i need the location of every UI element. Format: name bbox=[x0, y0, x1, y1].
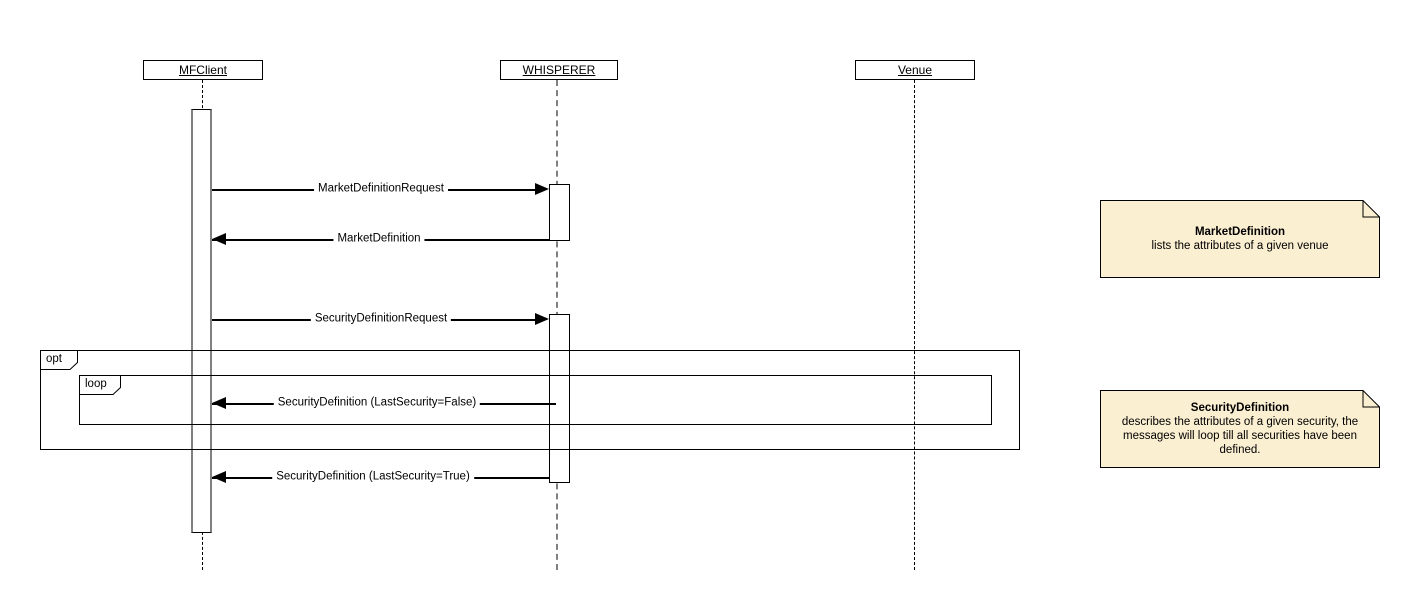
note-security-definition[interactable]: SecurityDefinition describes the attribu… bbox=[1100, 390, 1380, 468]
fragment-loop-tab: loop bbox=[79, 375, 121, 395]
note-security-definition-title: SecurityDefinition bbox=[1190, 402, 1290, 414]
note-market-definition-title: MarketDefinition bbox=[1194, 226, 1286, 238]
note-security-definition-text: SecurityDefinition describes the attribu… bbox=[1110, 401, 1370, 457]
activation-bar-whisperer-market[interactable] bbox=[549, 184, 570, 241]
lifeline-header-mfclient[interactable]: MFClient bbox=[143, 60, 263, 80]
arrow-head-left-icon bbox=[212, 471, 226, 483]
fragment-loop-label: loop bbox=[85, 378, 107, 390]
message-label-security-definition-request: SecurityDefinitionRequest bbox=[310, 312, 452, 326]
lifeline-label-whisperer: WHISPERER bbox=[522, 63, 596, 77]
note-shape-icon bbox=[1100, 390, 1380, 468]
note-shape-icon bbox=[1100, 200, 1380, 278]
note-market-definition-text: MarketDefinition lists the attributes of… bbox=[1110, 225, 1370, 253]
message-label-market-definition-request: MarketDefinitionRequest bbox=[314, 182, 448, 196]
arrow-head-left-icon bbox=[212, 397, 226, 409]
fragment-opt-label: opt bbox=[46, 353, 62, 365]
fragment-loop[interactable] bbox=[79, 375, 992, 425]
lifeline-header-venue[interactable]: Venue bbox=[855, 60, 975, 80]
note-market-definition[interactable]: MarketDefinition lists the attributes of… bbox=[1100, 200, 1380, 278]
note-market-definition-body: lists the attributes of a given venue bbox=[1151, 240, 1329, 252]
arrow-head-left-icon bbox=[212, 233, 226, 245]
lifeline-spine-venue bbox=[914, 80, 915, 570]
fragment-opt[interactable] bbox=[40, 350, 1020, 450]
message-label-market-definition: MarketDefinition bbox=[333, 232, 425, 246]
fragment-opt-tab: opt bbox=[40, 350, 78, 370]
activation-bar-whisperer-security[interactable] bbox=[549, 314, 570, 483]
arrow-head-right-icon bbox=[535, 313, 549, 325]
lifeline-label-mfclient: MFClient bbox=[178, 63, 227, 77]
lifeline-header-whisperer[interactable]: WHISPERER bbox=[500, 60, 618, 80]
activation-bar-mfclient[interactable] bbox=[191, 109, 212, 533]
message-label-security-definition-true: SecurityDefinition (LastSecurity=True) bbox=[272, 470, 474, 484]
lifeline-label-venue: Venue bbox=[897, 63, 933, 77]
fragment-tab-shape-icon bbox=[79, 375, 121, 395]
fragment-tab-shape-icon bbox=[40, 350, 78, 370]
note-security-definition-body: describes the attributes of a given secu… bbox=[1121, 416, 1359, 456]
arrow-head-right-icon bbox=[535, 183, 549, 195]
message-label-security-definition-false: SecurityDefinition (LastSecurity=False) bbox=[273, 396, 481, 410]
